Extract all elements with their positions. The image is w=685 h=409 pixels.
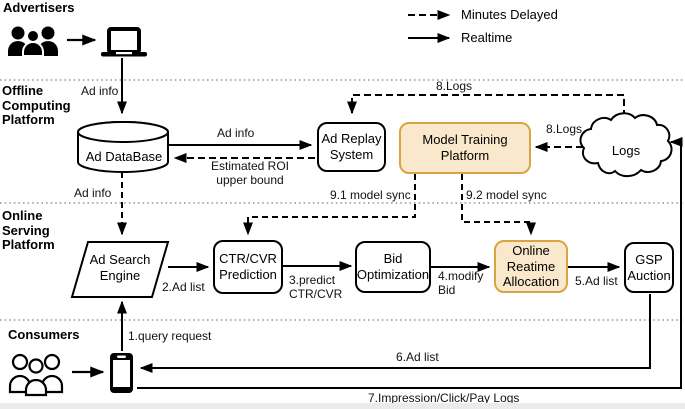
advertisers-people-icon	[8, 26, 58, 57]
label-step5-ad-list: 5.Ad list	[575, 274, 618, 288]
label-estimated-roi: Estimated ROI upper bound	[210, 159, 290, 187]
smartphone-icon	[110, 353, 133, 393]
node-model-training-platform: Model Training Platform	[399, 122, 531, 174]
legend-realtime-label: Realtime	[461, 30, 513, 45]
label-step9-2-model-sync: 9.2 model sync	[466, 188, 547, 202]
label-step8-logs-top: 8.Logs	[436, 79, 473, 93]
node-ad-replay-system: Ad Replay System	[317, 122, 386, 172]
arrow-modelsync-allocation	[461, 174, 536, 236]
node-online-realtime-allocation: Online Reatime Allocation	[494, 240, 568, 293]
section-offline-platform: Offline Computing Platform	[2, 83, 71, 128]
legend-minutes-delayed-label: Minutes Delayed	[461, 7, 558, 22]
node-ctr-cvr-prediction: CTR/CVR Prediction	[213, 240, 283, 294]
section-online-platform: Online Serving Platform	[2, 208, 55, 253]
consumers-people-icon	[8, 353, 64, 397]
node-ad-search-engine-label: Ad Search Engine	[89, 252, 151, 283]
label-step2-ad-list: 2.Ad list	[162, 280, 205, 294]
label-ad-info-top: Ad info	[81, 84, 119, 98]
database-cylinder-shape	[77, 121, 169, 173]
arrow-gsp-phone-adlist	[139, 294, 651, 373]
label-ad-info-bottom: Ad info	[74, 186, 112, 200]
label-step3-predict: 3.predict CTR/CVR	[289, 273, 343, 301]
node-logs-label: Logs	[611, 143, 641, 158]
section-advertisers: Advertisers	[3, 0, 75, 15]
label-ad-info-mid: Ad info	[217, 126, 255, 140]
label-step6-ad-list: 6.Ad list	[396, 350, 439, 364]
label-step9-1-model-sync: 9.1 model sync	[330, 188, 411, 202]
logs-cloud-shape	[579, 112, 673, 178]
label-step7-impression-logs: 7.Impression/Click/Pay Logs	[368, 391, 520, 405]
arrow-phone-logs	[137, 137, 683, 389]
label-step8-logs-cloud: 8.Logs	[546, 122, 583, 136]
page-edge-band	[0, 403, 685, 409]
node-gsp-auction: GSP Auction	[624, 242, 674, 293]
arrow-logs-adreplay	[347, 94, 625, 117]
label-step4-modify-bid: 4.modify Bid	[438, 269, 484, 297]
node-bid-optimization: Bid Optimization	[355, 241, 431, 293]
ad-search-parallelogram-shape	[70, 241, 170, 298]
node-ad-database-label: Ad DataBase	[85, 149, 163, 164]
laptop-icon	[101, 27, 147, 57]
arrow-modelsync-ctrcvr	[243, 174, 416, 236]
section-consumers: Consumers	[8, 327, 80, 342]
label-step1-query-request: 1.query request	[128, 329, 212, 343]
